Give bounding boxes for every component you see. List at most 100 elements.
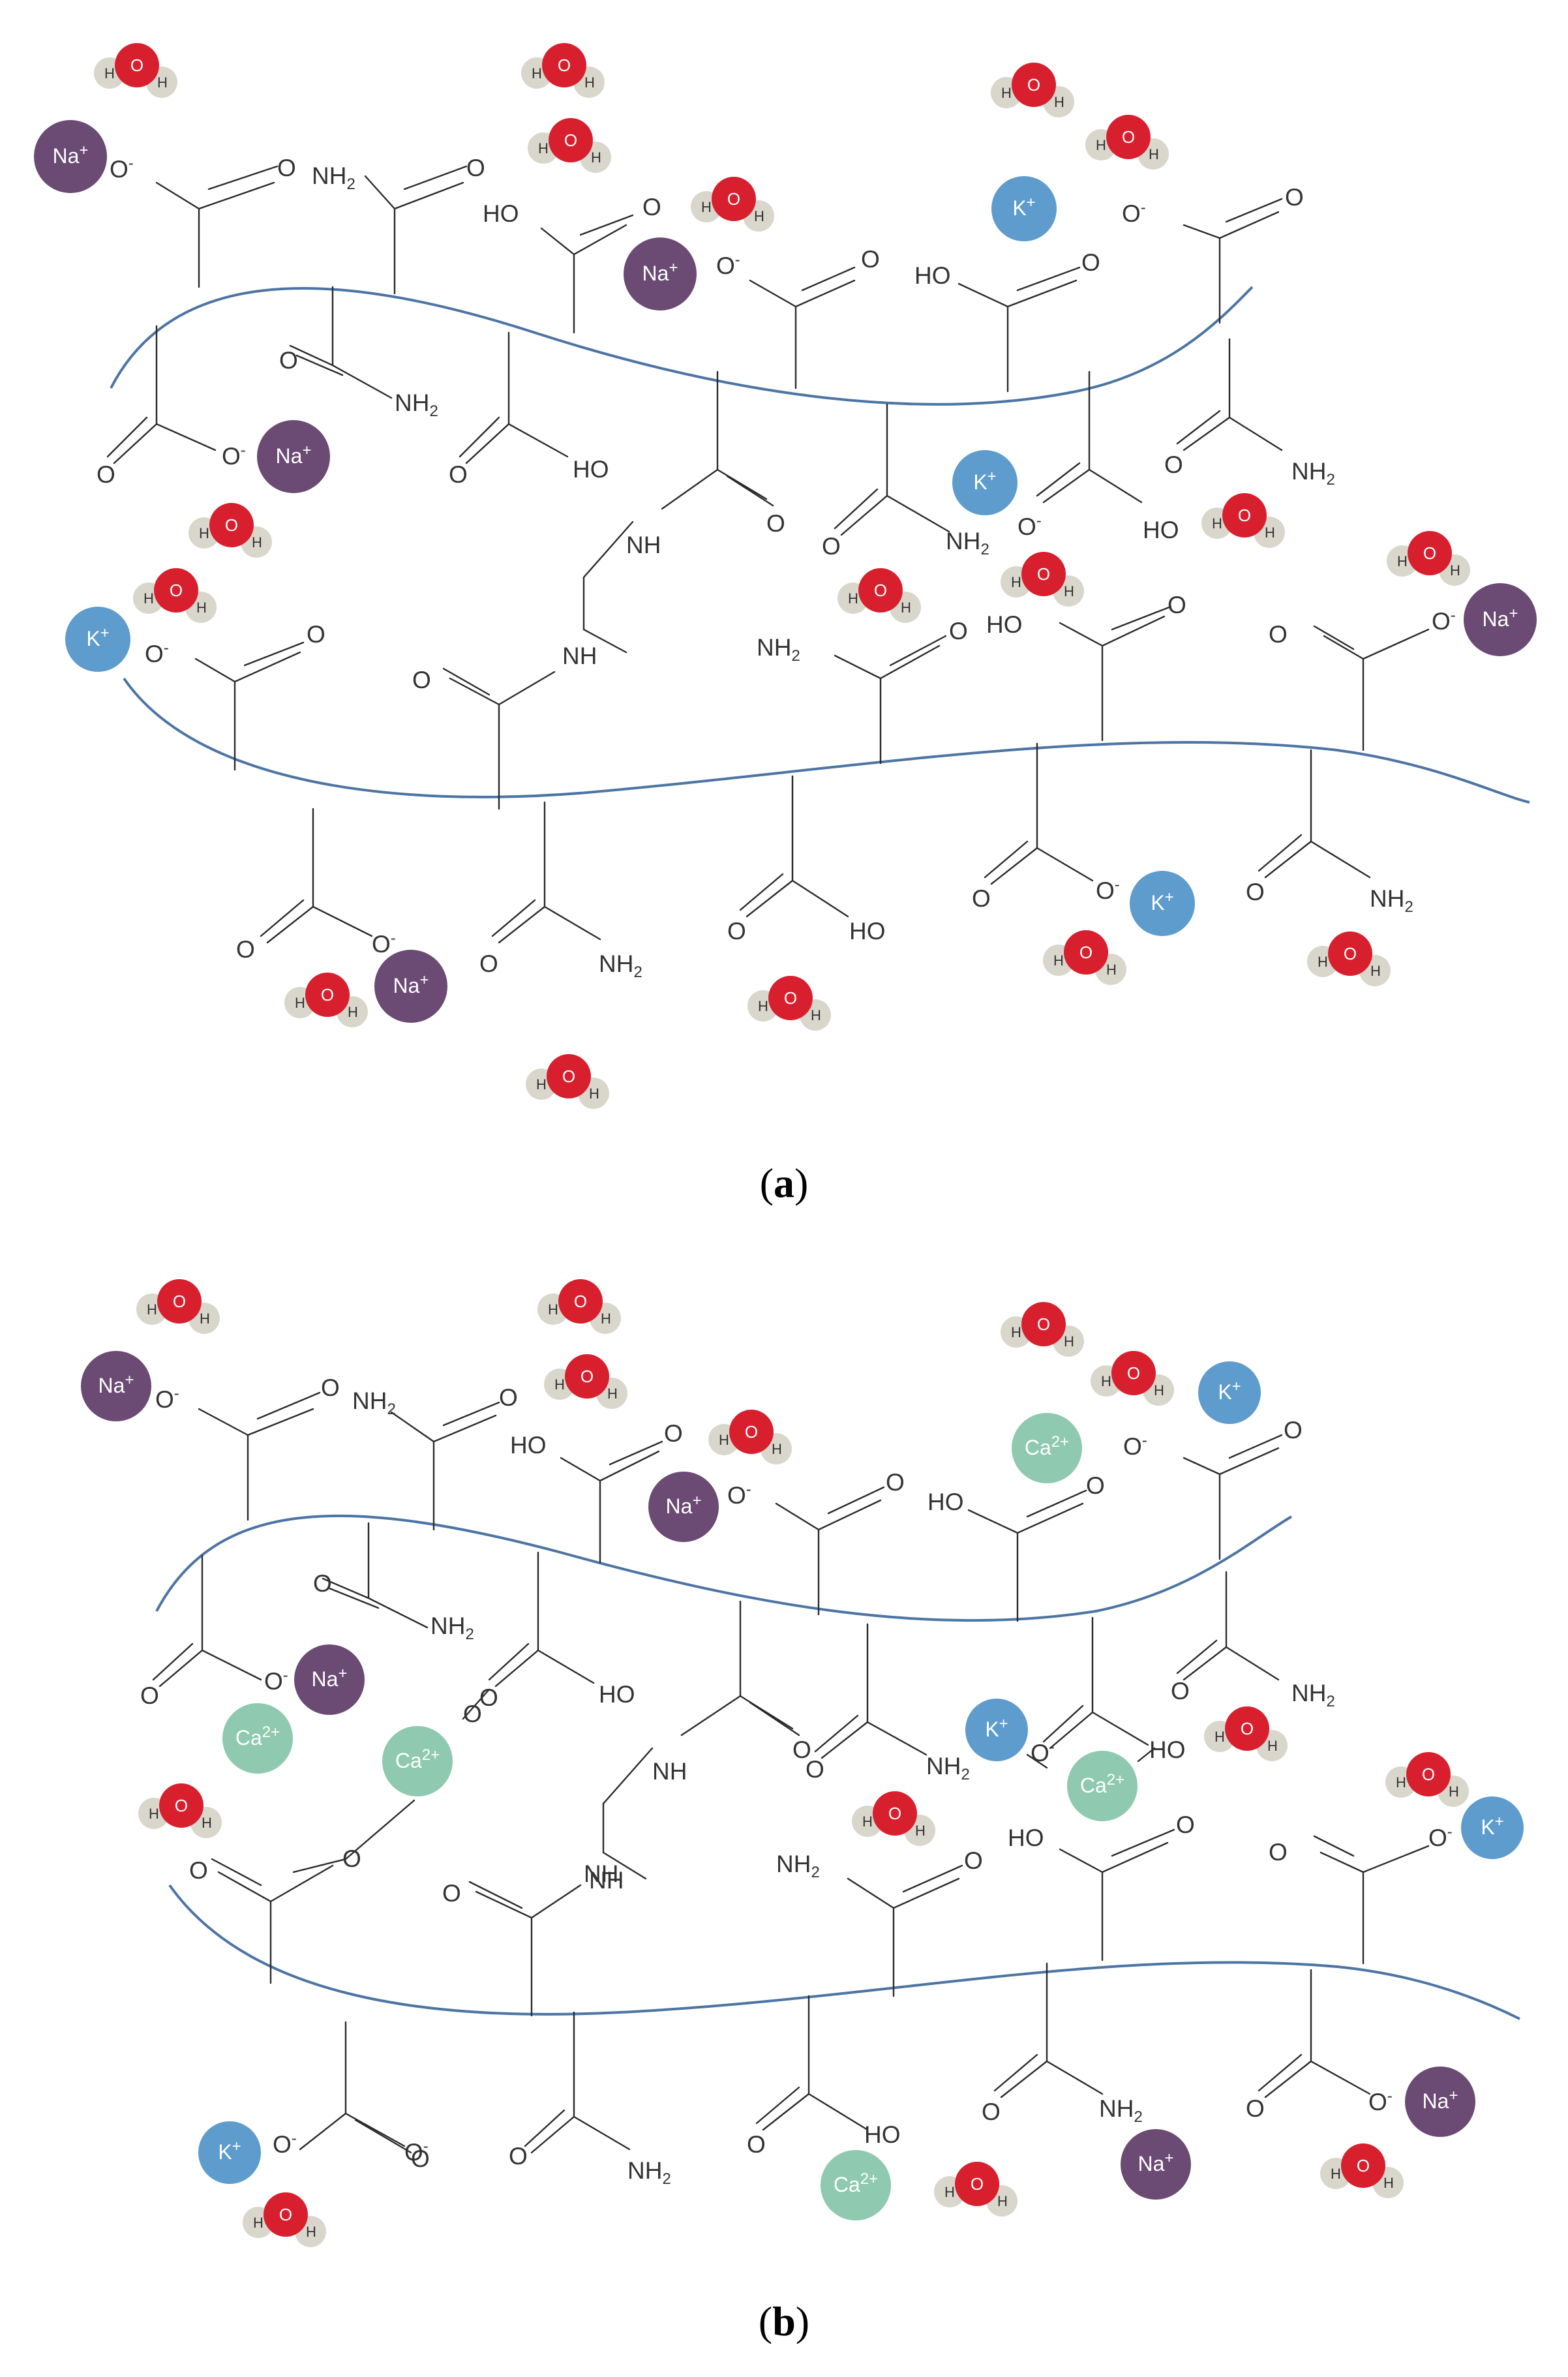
potassium-ion: K+: [198, 2121, 261, 2184]
svg-text:H: H: [901, 599, 911, 616]
svg-text:Na+: Na+: [393, 971, 429, 997]
svg-text:O: O: [806, 1756, 824, 1783]
water-molecule: OHH: [691, 177, 774, 232]
svg-text:O-: O-: [273, 2130, 297, 2158]
svg-text:O: O: [1284, 1417, 1303, 1444]
svg-text:NH2: NH2: [1099, 2095, 1143, 2126]
polymer-chain-lower-a: [123, 677, 1530, 804]
svg-text:O: O: [130, 55, 143, 75]
svg-text:K+: K+: [985, 1715, 1008, 1741]
svg-text:H: H: [104, 65, 115, 82]
svg-text:O: O: [766, 510, 785, 537]
water-molecule: OHH: [544, 1354, 627, 1409]
svg-text:O: O: [1079, 943, 1093, 962]
svg-text:NH: NH: [589, 1867, 624, 1894]
svg-text:H: H: [1101, 1373, 1111, 1389]
svg-text:Ca2+: Ca2+: [395, 1746, 440, 1772]
functional-groups-lower-b: [211, 1828, 1430, 2017]
svg-text:O: O: [279, 2205, 292, 2224]
svg-text:H: H: [538, 140, 549, 157]
svg-text:O: O: [888, 1804, 901, 1823]
svg-text:H: H: [1053, 952, 1064, 969]
svg-text:O: O: [745, 1422, 758, 1442]
svg-text:O: O: [1127, 1363, 1140, 1383]
svg-text:O: O: [822, 533, 841, 560]
panel-caption-a: (a): [760, 1160, 809, 1206]
svg-text:H: H: [1396, 1774, 1406, 1791]
sodium-ion: Na+: [257, 420, 330, 493]
svg-text:O: O: [792, 1736, 811, 1763]
svg-text:O: O: [307, 621, 325, 648]
calcium-ion: Ca2+: [222, 1703, 293, 1774]
svg-text:NH2: NH2: [776, 1851, 820, 1881]
svg-text:H: H: [143, 590, 154, 607]
water-molecule: OHH: [528, 118, 611, 173]
svg-text:O: O: [1086, 1472, 1105, 1499]
svg-text:NH2: NH2: [395, 389, 438, 420]
svg-text:O: O: [727, 189, 740, 209]
svg-text:O-: O-: [716, 251, 740, 279]
water-molecule: OHH: [1043, 930, 1126, 985]
ions-b: Na+ Na+ Na+ Na+ Na+ K+ K+ K+ K+ Ca2+ Ca2…: [81, 1351, 1524, 2220]
panel-a: O- O NH2 O HO O O- O HO O O- O O O- O NH…: [34, 43, 1537, 1206]
svg-text:H: H: [1383, 2175, 1394, 2191]
svg-text:O: O: [449, 461, 468, 488]
svg-text:O-: O-: [404, 2138, 429, 2166]
svg-text:O: O: [412, 667, 431, 693]
svg-text:H: H: [536, 1076, 547, 1093]
svg-text:Ca2+: Ca2+: [1025, 1433, 1069, 1459]
svg-text:O-: O-: [1122, 199, 1146, 227]
svg-text:O: O: [509, 2143, 528, 2170]
svg-text:H: H: [1331, 2166, 1341, 2182]
svg-text:HO: HO: [483, 200, 519, 227]
svg-text:H: H: [848, 590, 858, 607]
svg-text:H: H: [701, 199, 712, 215]
svg-text:O: O: [1122, 127, 1135, 147]
svg-text:Na+: Na+: [312, 1665, 348, 1691]
svg-text:O: O: [442, 1880, 461, 1907]
potassium-ion: K+: [952, 450, 1018, 515]
svg-text:H: H: [1096, 137, 1106, 153]
water-molecule: OHH: [1320, 2143, 1404, 2198]
svg-text:H: H: [1397, 553, 1408, 569]
potassium-ion: K+: [1198, 1361, 1261, 1424]
svg-text:HO: HO: [510, 1432, 547, 1459]
functional-groups-upper-b: [198, 1391, 1283, 1622]
svg-text:O: O: [1176, 1811, 1195, 1838]
svg-text:H: H: [1149, 146, 1159, 162]
svg-text:Na+: Na+: [1138, 2149, 1174, 2175]
svg-text:O-: O-: [1368, 2087, 1393, 2115]
svg-text:O: O: [972, 885, 991, 912]
svg-text:HO: HO: [1008, 1824, 1044, 1851]
svg-text:O: O: [225, 515, 238, 535]
svg-text:O: O: [1037, 1314, 1050, 1334]
panel-caption-b: (b): [759, 2298, 809, 2344]
sodium-ion: Na+: [1464, 583, 1537, 656]
svg-text:H: H: [554, 1376, 565, 1393]
svg-text:H: H: [589, 1085, 599, 1102]
svg-text:Ca2+: Ca2+: [235, 1723, 280, 1749]
svg-text:H: H: [1054, 94, 1064, 110]
svg-text:H: H: [758, 998, 768, 1014]
water-molecule: OHH: [747, 976, 831, 1031]
svg-text:O: O: [784, 988, 797, 1008]
sodium-ion: Na+: [294, 1644, 365, 1715]
water-molecule: OHH: [138, 1783, 222, 1838]
svg-text:O-: O-: [155, 1385, 179, 1413]
sodium-ion: Na+: [34, 120, 107, 193]
water-molecule: OHH: [1204, 1706, 1288, 1761]
water-molecule: OHH: [133, 568, 217, 623]
svg-text:O: O: [1164, 451, 1183, 478]
svg-text:H: H: [532, 65, 542, 82]
svg-text:H: H: [1318, 954, 1328, 970]
svg-text:NH2: NH2: [926, 1753, 970, 1783]
water-molecules-b: OHH OHH OHH OHH OHH OHH OHH OHH OHH OHH …: [136, 1279, 1469, 2247]
svg-text:K+: K+: [218, 2138, 241, 2164]
sodium-ion: Na+: [624, 237, 697, 310]
svg-text:O-: O-: [1123, 1432, 1147, 1460]
svg-text:O: O: [971, 2174, 984, 2194]
potassium-ion: K+: [965, 1699, 1028, 1761]
svg-text:O: O: [642, 194, 661, 220]
water-molecule: OHH: [94, 43, 177, 98]
svg-text:H: H: [306, 2224, 316, 2240]
